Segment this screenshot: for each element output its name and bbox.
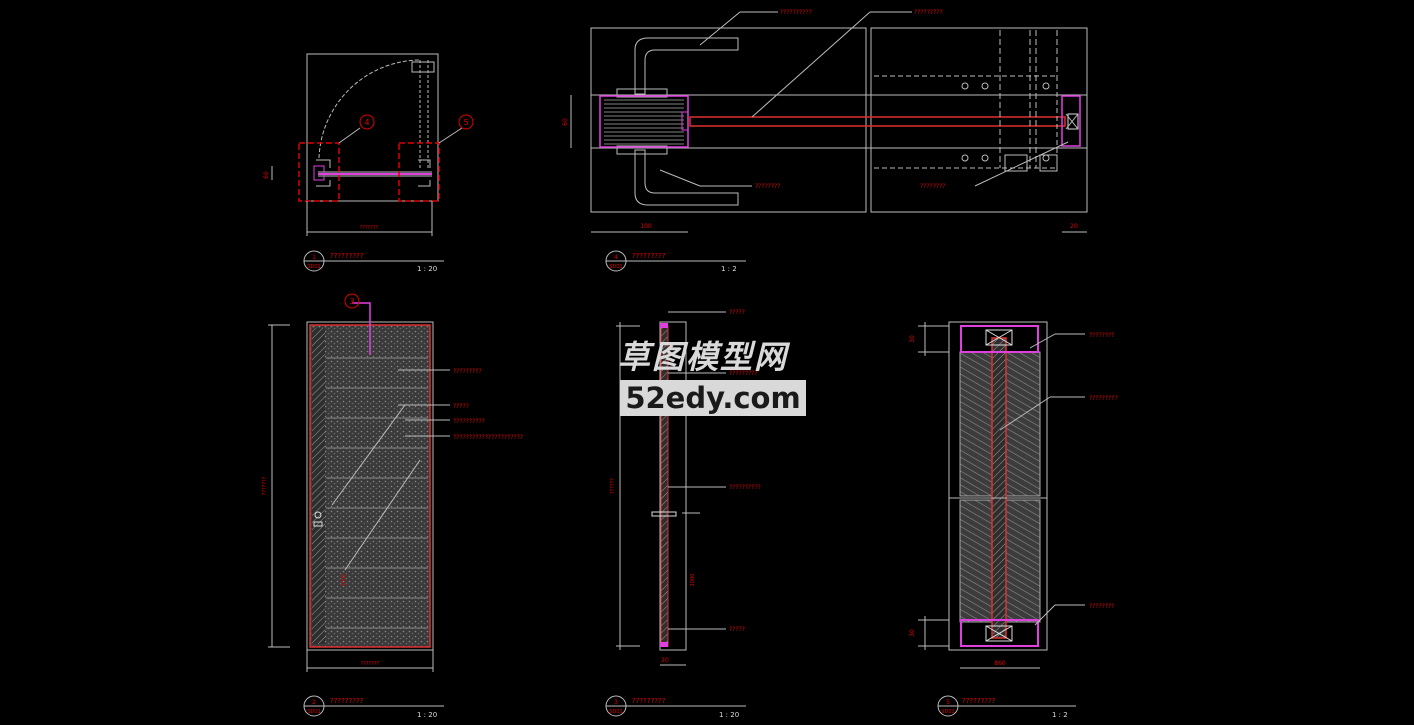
frame-dim-top: 30	[909, 335, 916, 343]
title-block-2: 2 SD01 ????????? 1 : 20	[303, 695, 444, 719]
frame-section-view	[918, 321, 1085, 669]
view-4-title: ?????????	[632, 252, 666, 260]
view-5-scale: 1 : 2	[1052, 711, 1068, 719]
view-2-number: 2	[312, 699, 316, 706]
title-block-3: 3 SD01 ????????? 1 : 20	[605, 695, 746, 719]
view-4-scale: 1 : 2	[721, 265, 737, 273]
elevation-label-3: ??????????	[453, 418, 485, 425]
elevation-marker: 3	[349, 297, 354, 306]
frame-dim-bottom: 30	[909, 629, 916, 637]
view-3-sheet: SD01	[609, 709, 622, 715]
view-5-number: 5	[946, 699, 950, 706]
front-elevation-view	[268, 293, 450, 672]
view-1-sheet: SD01	[307, 264, 320, 270]
plan-dim-overall: ???????	[360, 225, 379, 231]
watermark-cn: 草图模型网	[618, 338, 789, 376]
elevation-label-2: ?????	[453, 403, 469, 410]
side-label-2: ?????????	[729, 370, 758, 377]
handle-label-2: ?????????	[914, 9, 943, 16]
view-3-scale: 1 : 20	[719, 711, 739, 719]
watermark-en: 52edy.com	[620, 380, 806, 416]
elevation-label-1: ?????????	[453, 368, 482, 375]
side-label-1: ?????	[729, 309, 745, 316]
view-1-number: 1	[312, 254, 316, 261]
handle-label-1: ??????????	[780, 9, 812, 16]
view-4-sheet: SD01	[609, 264, 622, 270]
view-1-scale: 1 : 20	[417, 265, 437, 273]
view-2-sheet: SD01	[307, 709, 320, 715]
view-5-title: ?????????	[962, 697, 996, 705]
frame-label-3: ????????	[1089, 603, 1114, 610]
elevation-dim-handle: 1000	[341, 574, 347, 587]
side-label-4: ??????????	[729, 484, 761, 491]
view-5-sheet: SD01	[941, 709, 954, 715]
frame-label-1: ????????	[1089, 332, 1114, 339]
side-dim-handle: 1000	[690, 574, 696, 587]
frame-dim-width: 860	[994, 660, 1006, 667]
view-2-title: ?????????	[330, 697, 364, 705]
view-1-title: ?????????	[330, 252, 364, 260]
side-label-5: ?????	[729, 626, 745, 633]
handle-dim-right: 20	[1070, 223, 1078, 230]
elevation-label-4: ??????????????????????	[453, 434, 523, 441]
handle-dim-height: 60	[562, 118, 569, 126]
plan-dim-small: 60	[263, 171, 270, 179]
handle-label-3: ????????	[755, 183, 780, 190]
title-block-5: 5 SD01 ????????? 1 : 2	[937, 695, 1076, 719]
frame-label-2: ?????????	[1089, 395, 1118, 402]
elevation-dim-height: ???????	[262, 476, 268, 495]
title-block-1: 1 SD01 ????????? 1 : 20	[303, 250, 444, 273]
elevation-dim-width: ???????	[361, 661, 380, 667]
plan-marker-right: 5	[463, 118, 468, 127]
side-dim-bottom: 20	[661, 657, 669, 664]
handle-label-4: ????????	[920, 183, 945, 190]
view-3-number: 3	[614, 699, 618, 706]
handle-detail-view	[570, 11, 1088, 233]
view-4-number: 4	[614, 254, 618, 261]
handle-dim-width: 100	[640, 223, 652, 230]
title-block-4: 4 SD01 ????????? 1 : 2	[605, 250, 746, 273]
plan-marker-left: 4	[364, 118, 369, 127]
plan-view	[271, 53, 474, 236]
view-2-scale: 1 : 20	[417, 711, 437, 719]
view-3-title: ?????????	[632, 697, 666, 705]
side-dim-overall: ??????	[610, 478, 616, 494]
